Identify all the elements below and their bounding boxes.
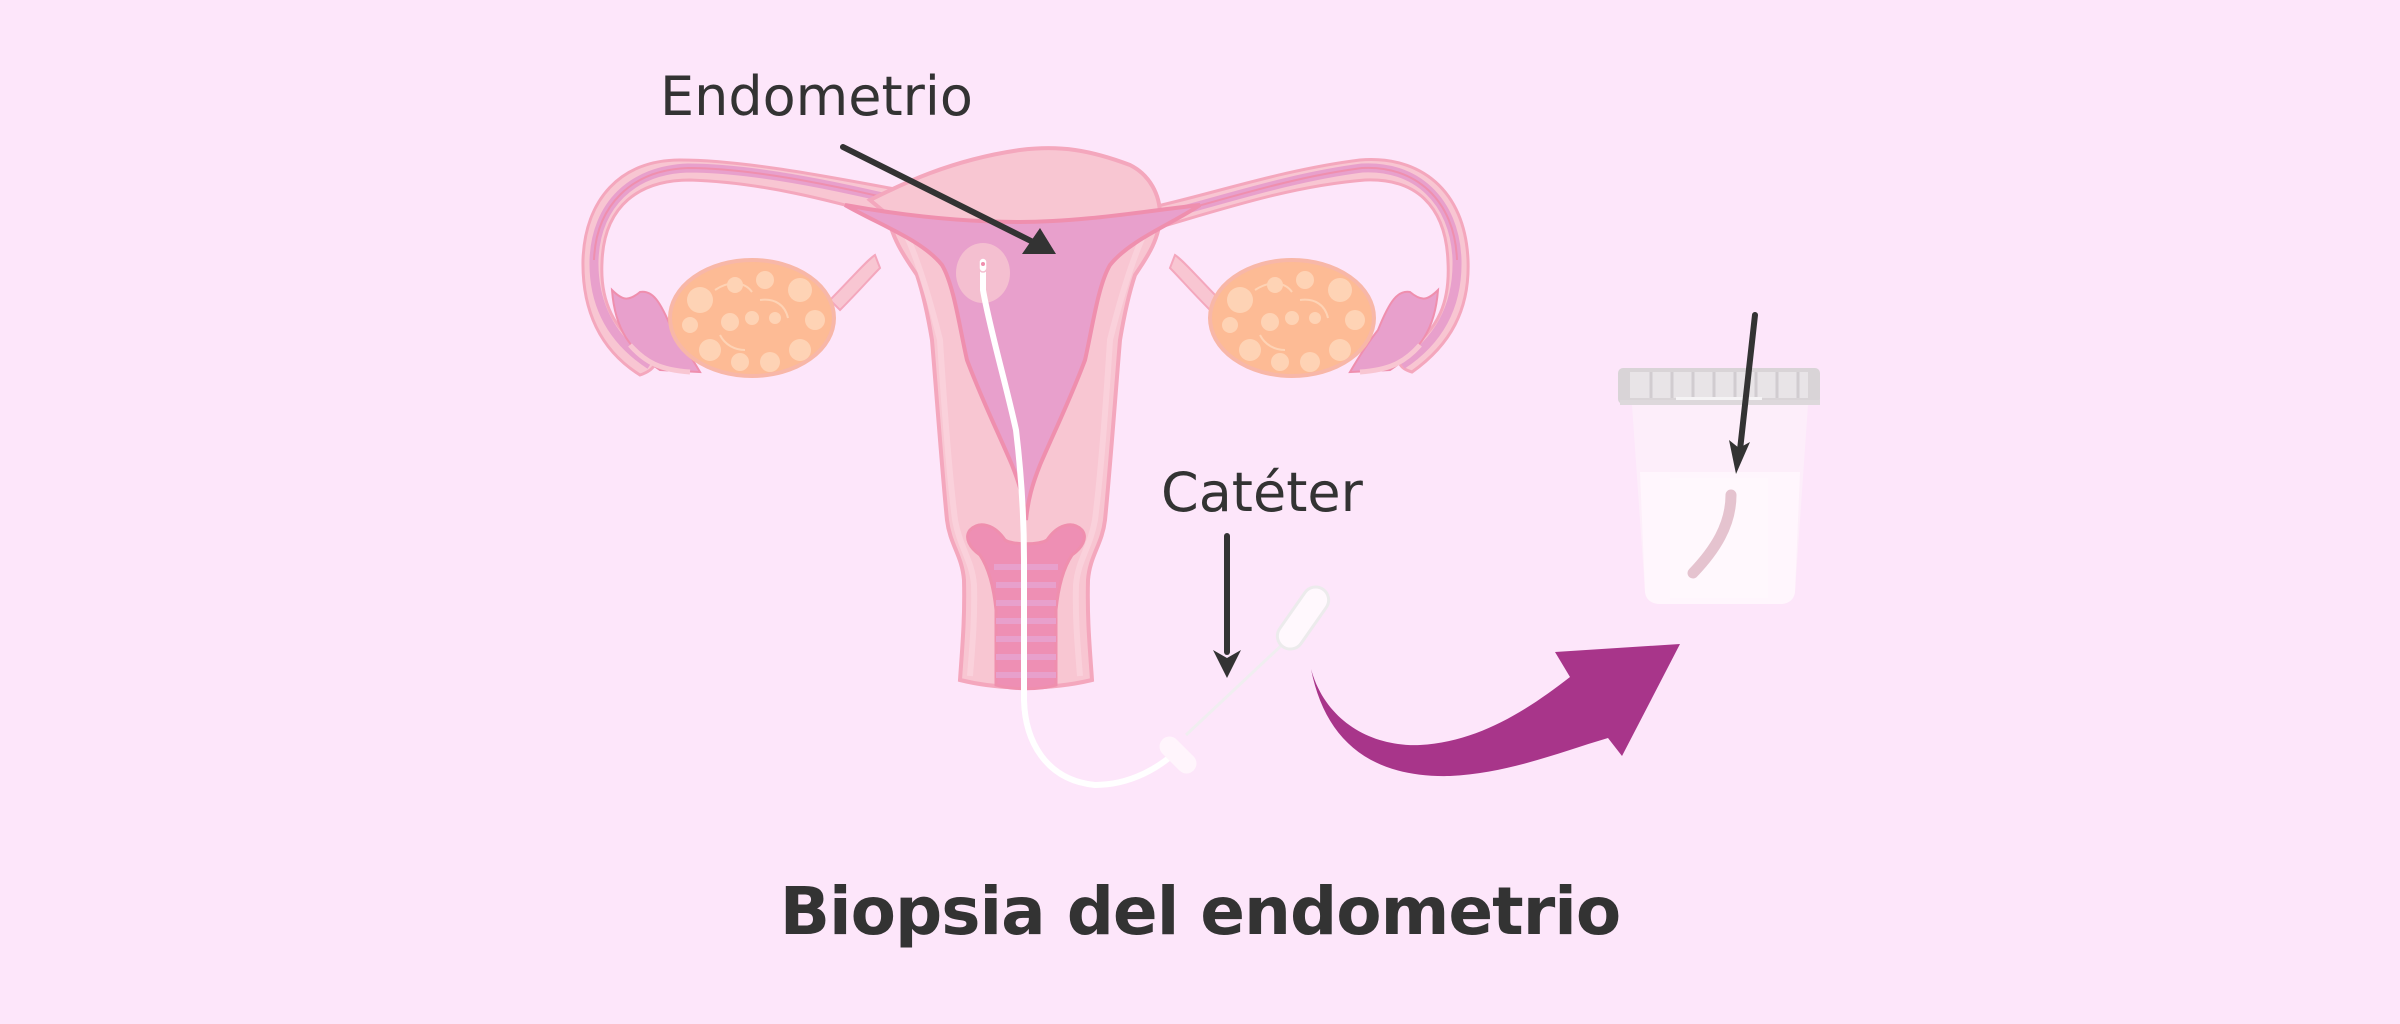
specimen-cup <box>1618 368 1820 604</box>
endometrio-label: Endometrio <box>660 65 973 128</box>
endometrio-pointer-arrow <box>840 144 1056 254</box>
diagram-title: Biopsia del endometrio <box>779 873 1621 950</box>
tissue-sample <box>1687 489 1737 579</box>
catheter <box>978 257 1331 789</box>
right-fallopian-tube <box>1137 158 1470 375</box>
right-ovary <box>1208 258 1376 378</box>
sample-pointer-arrow <box>1729 312 1758 474</box>
endometrium <box>844 203 1202 521</box>
left-fallopian-tube <box>581 158 902 377</box>
left-ovary <box>668 258 836 378</box>
cateter-label: Catéter <box>1161 461 1363 524</box>
transfer-arrow <box>1311 644 1680 777</box>
cateter-pointer-arrow <box>1213 533 1241 678</box>
